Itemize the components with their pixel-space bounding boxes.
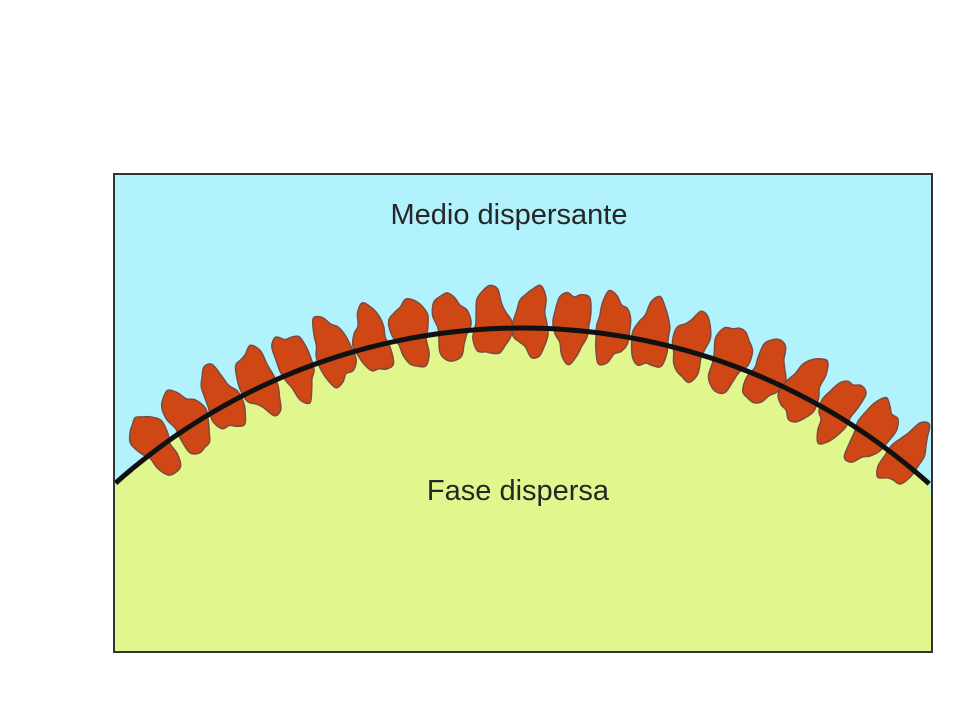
adsorbed-particle (777, 357, 829, 423)
adsorbed-particle (160, 389, 211, 455)
adsorbed-particle (741, 338, 787, 404)
adsorbed-particle (594, 289, 632, 366)
adsorbed-particle (843, 396, 899, 463)
adsorbed-particle (387, 297, 430, 368)
phase-label: Fase dispersa (427, 475, 610, 507)
adsorbed-particle (234, 344, 282, 417)
adsorbed-particle (671, 310, 712, 384)
adsorbed-particle (431, 292, 472, 362)
diagram-frame (113, 173, 933, 653)
adsorbed-particle (351, 301, 395, 372)
adsorbed-particle (472, 284, 514, 355)
adsorbed-particle (876, 421, 931, 485)
adsorbed-particle (271, 335, 315, 405)
interface-line (114, 325, 931, 486)
adsorbed-particle (311, 315, 357, 389)
adsorbed-particle (816, 380, 867, 445)
particle-layer (128, 284, 931, 485)
adsorbed-particle (630, 295, 671, 368)
medium-label: Medio dispersante (391, 199, 628, 231)
dispersed-phase-region (114, 328, 932, 652)
adsorbed-particle (511, 284, 549, 359)
adsorbed-particle (128, 415, 182, 476)
adsorbed-particle (707, 326, 754, 395)
